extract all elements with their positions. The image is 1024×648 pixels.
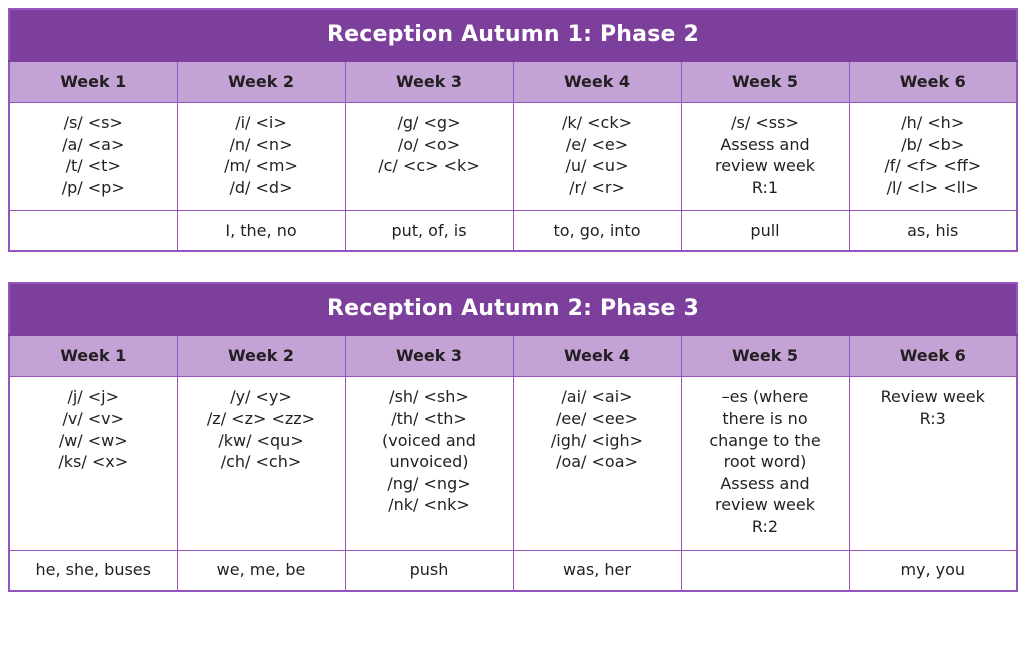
phoneme-line: /b/ <b> [901,134,965,154]
words-cell-week-6: my, you [848,549,1018,592]
phoneme-line: change to the [709,430,821,450]
phoneme-line: /u/ <u> [565,156,629,176]
phoneme-cell-week-4: /ai/ <ai>/ee/ <ee>/igh/ <igh>/oa/ <oa> [512,376,682,551]
phoneme-line: /ch/ <ch> [220,452,302,472]
week-header-3: Week 3 [344,334,514,378]
words-cell-week-3: push [344,549,514,592]
week-header-1: Week 1 [8,60,178,103]
phoneme-line: /igh/ <igh> [550,430,644,450]
table-title: Reception Autumn 1: Phase 2 [9,9,1017,61]
phoneme-line: /h/ <h> [901,113,965,132]
phonics-table-autumn-2: Reception Autumn 2: Phase 3 Week 1 Week … [8,282,1018,592]
phoneme-line: /e/ <e> [565,134,629,154]
phoneme-cell-week-1: /j/ <j>/v/ <v>/w/ <w>/ks/ <x> [8,376,178,551]
phoneme-line: /m/ <m> [224,156,298,176]
phoneme-line: R:2 [751,516,779,536]
phoneme-line: /y/ <y> [230,387,292,407]
words-cell-week-4: to, go, into [512,210,682,252]
phoneme-line: /c/ <c> <k> [378,156,480,176]
phoneme-line: (voiced and [382,430,476,450]
week-header-row: Week 1 Week 2 Week 3 Week 4 Week 5 Week … [8,334,1018,378]
phoneme-line: Assess and [720,473,810,493]
week-header-2: Week 2 [176,60,346,103]
phoneme-cell-week-6: /h/ <h> /b/ <b>/f/ <f> <ff>/l/ <l> <ll> [848,101,1018,212]
phoneme-line: /ks/ <x> [58,452,129,472]
words-cell-week-2: we, me, be [176,549,346,592]
table-title-row: Reception Autumn 1: Phase 2 [9,9,1017,61]
phoneme-line: /r/ <r> [569,177,625,197]
phoneme-line: /z/ <z> <zz> [206,408,316,428]
phoneme-line: /ai/ <ai> [561,387,633,407]
phoneme-line: /nk/ <nk> [388,495,470,515]
tricky-words-row: he, she, buses we, me, be push was, her … [8,549,1018,592]
week-header-4: Week 4 [512,334,682,378]
phoneme-cell-week-2: /i/ <i> /n/ <n>/m/ <m>/d/ <d> [176,101,346,212]
phoneme-line: /l/ <l> <ll> [886,177,979,197]
phoneme-line: Assess and [720,134,810,154]
phoneme-line: there is no [722,408,808,428]
phoneme-line: /s/ <ss> [731,113,799,132]
phoneme-line: /k/ <ck> [561,113,632,132]
week-header-5: Week 5 [680,60,850,103]
table-spacer [8,252,1016,282]
phoneme-line: /th/ <th> [391,408,467,428]
phoneme-line: /o/ <o> [397,134,461,154]
week-header-3: Week 3 [344,60,514,103]
words-cell-week-3: put, of, is [344,210,514,252]
phoneme-line: /ng/ <ng> [387,473,471,493]
phoneme-line: /ee/ <ee> [555,408,639,428]
tricky-words-row: I, the, no put, of, is to, go, into pull… [8,210,1018,252]
phoneme-line: /w/ <w> [58,430,128,450]
phoneme-line: R:3 [919,408,946,428]
phoneme-line: /j/ <j> [67,387,120,407]
phonics-table-autumn-1: Reception Autumn 1: Phase 2 Week 1 Week … [8,8,1018,253]
phoneme-cell-week-2: /y/ <y>/z/ <z> <zz>/kw/ <qu>/ch/ <ch> [176,376,346,551]
phoneme-line: /i/ <i> [235,113,287,132]
week-header-1: Week 1 [8,334,178,378]
phoneme-row: /s/ <s> /a/ <a>/t/ <t>/p/ <p> /i/ <i> /n/ … [8,101,1018,212]
phoneme-line: /n/ <n> [229,134,293,154]
phoneme-line: R:1 [751,177,779,197]
phoneme-line: /a/ <a> [62,134,125,154]
phoneme-line: /g/ <g> [397,113,461,132]
phoneme-line: /kw/ <qu> [218,430,304,450]
week-header-6: Week 6 [848,60,1018,103]
phoneme-line: /p/ <p> [61,177,125,197]
phoneme-line: /s/ <s> [63,113,123,132]
words-cell-week-1 [8,210,178,252]
phoneme-line: root word) [723,452,807,472]
phoneme-line: /t/ <t> [65,156,121,176]
phoneme-line: unvoiced) [389,452,469,472]
phoneme-line: /f/ <f> <ff> [884,156,982,176]
words-cell-week-1: he, she, buses [8,549,178,592]
table-title-row: Reception Autumn 2: Phase 3 [9,283,1017,336]
week-header-6: Week 6 [848,334,1018,378]
phoneme-line: review week [714,495,816,515]
words-cell-week-2: I, the, no [176,210,346,252]
week-header-2: Week 2 [176,334,346,378]
phoneme-cell-week-3: /g/ <g> /o/ <o>/c/ <c> <k> [344,101,514,212]
phoneme-line: review week [714,156,816,176]
phoneme-line: /d/ <d> [229,177,293,197]
week-header-5: Week 5 [680,334,850,378]
phoneme-line: /sh/ <sh> [389,387,469,407]
week-header-4: Week 4 [512,60,682,103]
phoneme-line: Review week [880,387,985,407]
phoneme-row: /j/ <j>/v/ <v>/w/ <w>/ks/ <x> /y/ <y>/z/… [8,376,1018,551]
phoneme-line: /v/ <v> [62,408,125,428]
words-cell-week-4: was, her [512,549,682,592]
words-cell-week-6: as, his [848,210,1018,252]
words-cell-week-5: pull [680,210,850,252]
words-cell-week-5 [680,549,850,592]
phoneme-cell-week-4: /k/ <ck> /e/ <e>/u/ <u>/r/ <r> [512,101,682,212]
phoneme-line: /oa/ <oa> [556,452,638,472]
table-title: Reception Autumn 2: Phase 3 [9,283,1017,336]
phoneme-cell-week-1: /s/ <s> /a/ <a>/t/ <t>/p/ <p> [8,101,178,212]
phoneme-line: –es (where [721,387,809,407]
week-header-row: Week 1 Week 2 Week 3 Week 4 Week 5 Week … [8,60,1018,103]
